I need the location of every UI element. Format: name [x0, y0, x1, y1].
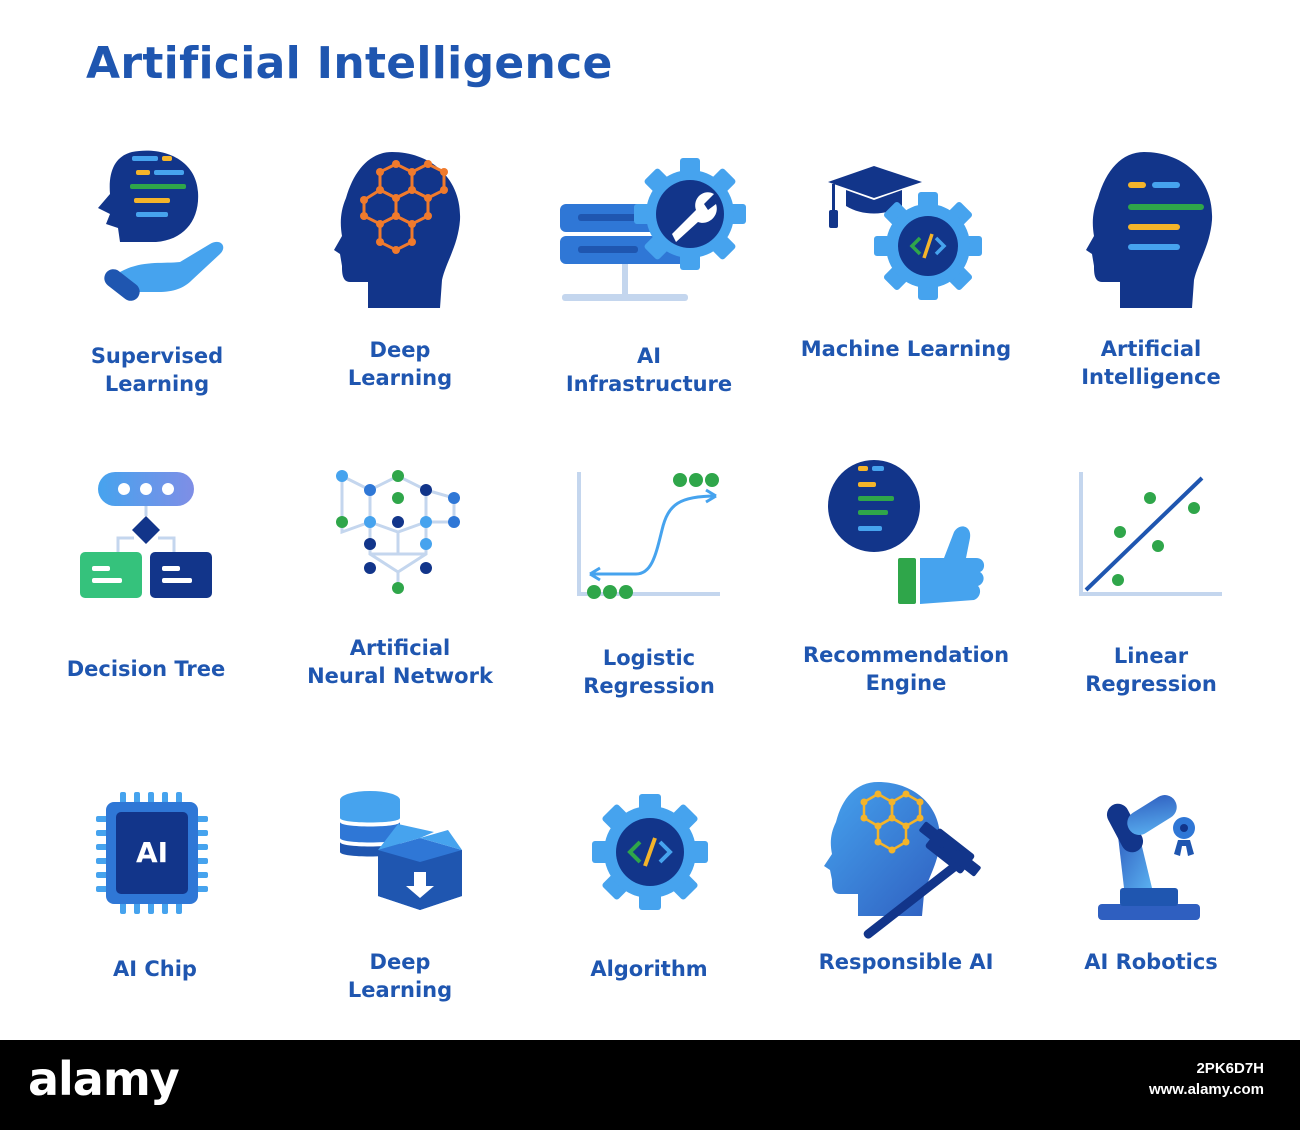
label-machine-learning: Machine Learning — [800, 337, 1012, 361]
scatter-line-icon — [1079, 472, 1222, 596]
label-responsible-ai: Responsible AI — [818, 950, 994, 974]
label-ai-chip: AI Chip — [113, 957, 197, 981]
watermark-footer: alamy 2PK6D7H www.alamy.com — [0, 1040, 1300, 1130]
page-title: Artificial Intelligence — [86, 38, 613, 89]
alamy-logo: alamy — [28, 1052, 180, 1106]
label-algorithm: Algorithm — [590, 957, 708, 981]
server-gear-icon — [560, 158, 746, 301]
brain-network-icon — [334, 152, 461, 308]
label-logistic-regression: Logistic Regression — [583, 646, 715, 698]
head-hand-icon — [98, 150, 224, 301]
label-recommendation-engine: Recommendation Engine — [802, 643, 1010, 695]
image-id-block: 2PK6D7H www.alamy.com — [1149, 1058, 1264, 1100]
label-deep-learning: Deep Learning — [347, 338, 453, 390]
neural-network-icon — [336, 470, 460, 594]
site-url: www.alamy.com — [1148, 1081, 1264, 1098]
logistic-curve-icon — [577, 472, 720, 599]
label-ai-infrastructure: AI Infrastructure — [565, 344, 733, 396]
database-box-icon — [340, 791, 462, 910]
image-id: 2PK6D7H — [1196, 1060, 1264, 1077]
label-linear-regression: Linear Regression — [1085, 644, 1217, 696]
robot-arm-icon — [1098, 795, 1200, 920]
head-code-icon — [1086, 152, 1213, 308]
head-gavel-icon — [824, 782, 981, 939]
label-decision-tree: Decision Tree — [66, 657, 226, 681]
label-deep-learning-2: Deep Learning — [347, 950, 453, 1002]
graduation-gear-icon — [828, 166, 982, 300]
label-artificial-intelligence: Artificial Intelligence — [1081, 337, 1221, 389]
label-ai-robotics: AI Robotics — [1084, 950, 1218, 974]
decision-tree-icon — [80, 472, 212, 598]
code-gear-icon — [592, 794, 708, 910]
chip-label: AI — [136, 836, 168, 869]
label-artificial-neural-network: Artificial Neural Network — [307, 636, 493, 688]
ai-chip-icon: AI — [96, 792, 208, 914]
thumbs-up-icon — [828, 460, 985, 604]
label-supervised-learning: Supervised Learning — [90, 344, 224, 396]
